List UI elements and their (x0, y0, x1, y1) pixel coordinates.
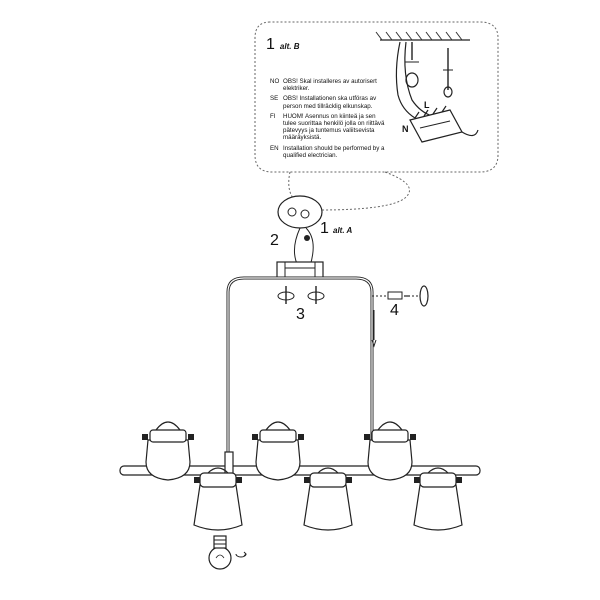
live-wire-label: L (424, 100, 430, 110)
step2-number: 2 (270, 232, 279, 249)
callout-variant: alt. B (279, 42, 300, 51)
step3-number: 3 (296, 306, 305, 323)
screw-assembly (277, 286, 325, 304)
safety-notes: NO OBS! Skal installeres av autorisert e… (270, 78, 390, 162)
note-fi: FI HUOM! Asennus on kiinteä ja sen tulee… (270, 112, 385, 142)
light-bulb (208, 535, 232, 570)
lamp-shade (303, 467, 353, 531)
step1-variant: alt. A (333, 226, 353, 235)
step4-number: 4 (390, 302, 399, 319)
note-en: EN Installation should be performed by a… (270, 144, 385, 159)
lamp-shade (193, 467, 243, 531)
lamp-shade (413, 467, 463, 531)
note-no: NO OBS! Skal installeres av autorisert e… (270, 78, 377, 93)
mounting-plate (276, 261, 324, 279)
terminal-block (409, 105, 479, 143)
lamp-shade (251, 421, 305, 481)
ceiling-canopy (277, 195, 323, 267)
suspension-frame (226, 276, 374, 455)
lamp-shade (141, 421, 195, 481)
side-hardware (371, 285, 429, 348)
neutral-wire-label: N (402, 124, 409, 134)
note-se: SE OBS! Installationen ska utföras av pe… (270, 95, 377, 110)
step1-number: 1 (320, 220, 329, 237)
